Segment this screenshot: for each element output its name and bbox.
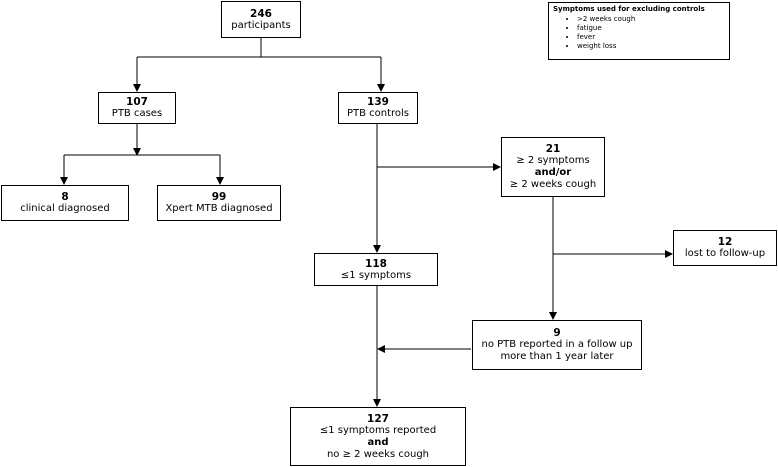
node-ptb-controls: 139 PTB controls [338,92,418,124]
node-participants: 246 participants [221,1,301,38]
legend-list: >2 weeks cough fatigue fever weight loss [553,15,725,51]
nofollow-count: 9 [553,327,561,339]
symptomatic-line2: and/or [534,167,572,178]
legend-item: weight loss [577,42,725,51]
xpert-label: Xpert MTB diagnosed [165,203,273,214]
node-le1-symptoms: 118 ≤1 symptoms [314,253,438,286]
final-line3: no ≥ 2 weeks cough [326,448,430,460]
node-symptomatic: 21 ≥ 2 symptoms and/or ≥ 2 weeks cough [501,137,605,197]
exclusion-symptoms-legend: Symptoms used for excluding controls >2 … [548,2,730,60]
cases-count: 107 [126,96,148,108]
le1-label: ≤1 symptoms [340,269,412,281]
final-line1: ≤1 symptoms reported [319,424,437,436]
node-clinical-diagnosed: 8 clinical diagnosed [1,185,129,221]
clinical-count: 8 [61,191,69,203]
nofollow-line1: no PTB reported in a follow up [481,339,633,350]
controls-count: 139 [367,96,389,108]
clinical-label: clinical diagnosed [20,203,110,214]
legend-item: fatigue [577,24,725,33]
node-lost-to-follow-up: 12 lost to follow-up [673,230,777,266]
final-count: 127 [367,412,389,425]
node-final-controls: 127 ≤1 symptoms reported and no ≥ 2 week… [290,407,466,466]
symptomatic-count: 21 [545,143,561,155]
lost-count: 12 [717,236,733,248]
node-xpert-diagnosed: 99 Xpert MTB diagnosed [157,185,281,221]
legend-title: Symptoms used for excluding controls [553,5,705,13]
node-no-ptb-follow-up: 9 no PTB reported in a follow up more th… [472,320,642,370]
participants-label: participants [231,19,291,31]
participants-count: 246 [250,7,272,20]
symptomatic-line3: ≥ 2 weeks cough [509,179,597,190]
le1-count: 118 [365,257,387,270]
legend-item: fever [577,33,725,42]
node-ptb-cases: 107 PTB cases [98,92,176,124]
legend-item: >2 weeks cough [577,15,725,24]
nofollow-line2: more than 1 year later [500,351,614,362]
lost-label: lost to follow-up [684,248,766,259]
cases-label: PTB cases [111,108,163,119]
controls-label: PTB controls [346,108,410,119]
xpert-count: 99 [211,191,227,203]
final-line2: and [367,436,389,448]
symptomatic-line1: ≥ 2 symptoms [516,155,590,166]
